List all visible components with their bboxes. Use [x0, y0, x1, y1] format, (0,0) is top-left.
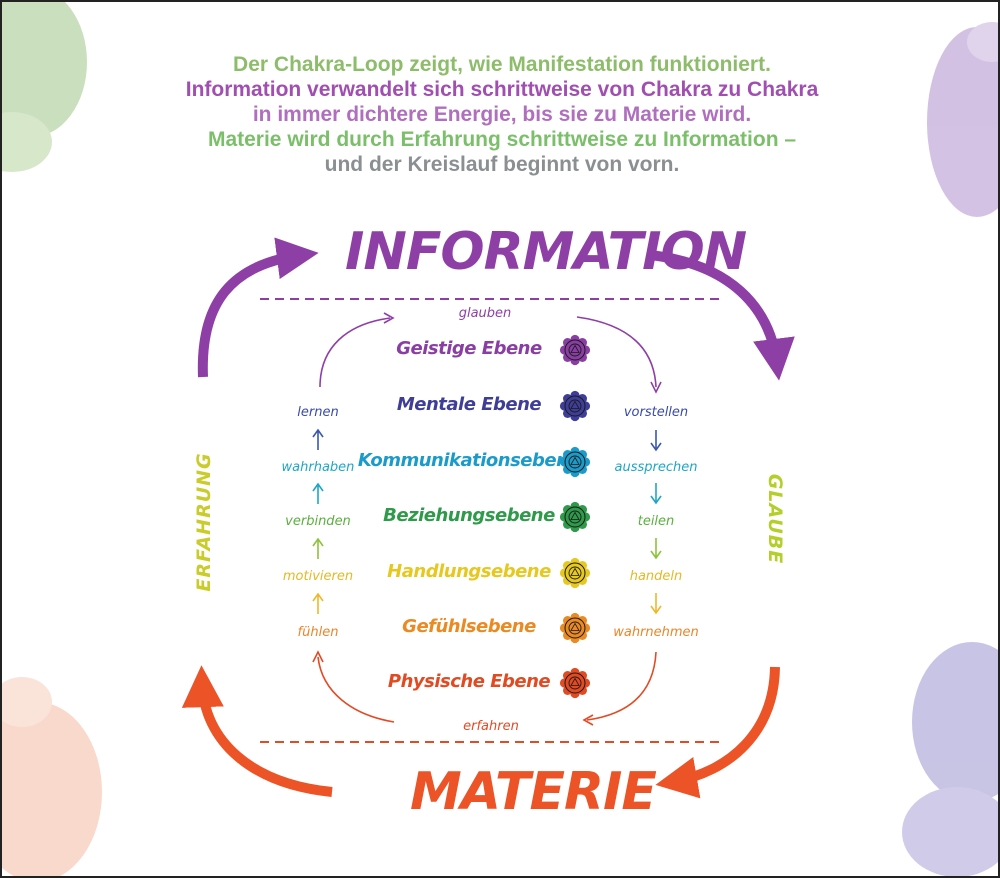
arrow-top-right-arc: [649, 250, 795, 381]
arrow-bottom-left-arc: [181, 665, 333, 797]
step-label-right: wahrnehmen: [613, 625, 699, 640]
chakra-level-label: Gefühlsebene: [402, 616, 536, 637]
inner-arrow-bottom-right: [586, 651, 657, 721]
watercolor-decoration-top-left: [2, 2, 87, 172]
crown-chakra-icon: [559, 334, 591, 366]
step-label-erfahren: erfahren: [463, 719, 519, 734]
step-label-left: verbinden: [285, 514, 351, 529]
watercolor-decoration-top-right: [927, 22, 998, 217]
step-label-glauben: glauben: [458, 306, 512, 321]
root-chakra-icon: [559, 667, 591, 699]
watercolor-decoration-bottom-right: [902, 642, 998, 876]
chakra-level-label: Beziehungsebene: [383, 505, 555, 526]
loop-label-erfahrung: ERFAHRUNG: [193, 452, 215, 592]
inner-arrowhead-top-right: [650, 381, 662, 394]
throat-chakra-icon: [559, 446, 591, 478]
solar-plexus-chakra-icon: [559, 557, 591, 589]
intro-line-4: Materie wird durch Erfahrung schrittweis…: [207, 128, 797, 151]
step-label-right: aussprechen: [614, 460, 698, 475]
step-label-right: teilen: [637, 514, 675, 529]
third-eye-chakra-icon: [559, 390, 591, 422]
inner-arrow-top-right: [576, 316, 657, 388]
loop-label-materie: MATERIE: [410, 762, 657, 822]
step-label-right: handeln: [629, 569, 683, 584]
step-arrows-left: [312, 428, 324, 614]
inner-arrow-bottom-left: [317, 656, 395, 723]
step-label-left: wahrhaben: [281, 460, 355, 475]
loop-label-glaube: GLAUBE: [764, 473, 786, 565]
step-label-right: vorstellen: [623, 405, 689, 420]
intro-text: Der Chakra-Loop zeigt, wie Manifestation…: [102, 52, 902, 177]
inner-arrowhead-top-left: [383, 312, 395, 324]
chakra-level-label: Geistige Ebene: [396, 338, 542, 359]
intro-line-2: Information verwandelt sich schrittweise…: [185, 78, 819, 101]
step-label-left: fühlen: [297, 625, 339, 640]
chakra-level-label: Mentale Ebene: [396, 394, 542, 415]
inner-arrowhead-bottom-right: [582, 714, 594, 726]
watercolor-decoration-bottom-left: [2, 677, 102, 876]
arrow-top-left-arc: [197, 237, 319, 378]
intro-line-3: in immer dichtere Energie, bis sie zu Ma…: [252, 103, 752, 126]
chakra-level-label: Physische Ebene: [387, 671, 551, 692]
inner-arrowhead-bottom-left: [312, 650, 324, 663]
inner-arrow-top-left: [319, 317, 391, 388]
arrow-bottom-right-arc: [655, 666, 780, 799]
chakra-level-label: Handlungsebene: [387, 561, 551, 582]
step-label-left: motivieren: [282, 569, 354, 584]
loop-label-information: INFORMATION: [345, 222, 747, 282]
intro-line-5: und der Kreislauf beginnt von vorn.: [324, 153, 680, 176]
chakra-level-label: Kommunikationsebene: [357, 450, 581, 471]
step-arrows-right: [650, 430, 662, 615]
heart-chakra-icon: [559, 501, 591, 533]
intro-line-1: Der Chakra-Loop zeigt, wie Manifestation…: [233, 53, 771, 76]
sacral-chakra-icon: [559, 612, 591, 644]
step-label-left: lernen: [297, 405, 339, 420]
